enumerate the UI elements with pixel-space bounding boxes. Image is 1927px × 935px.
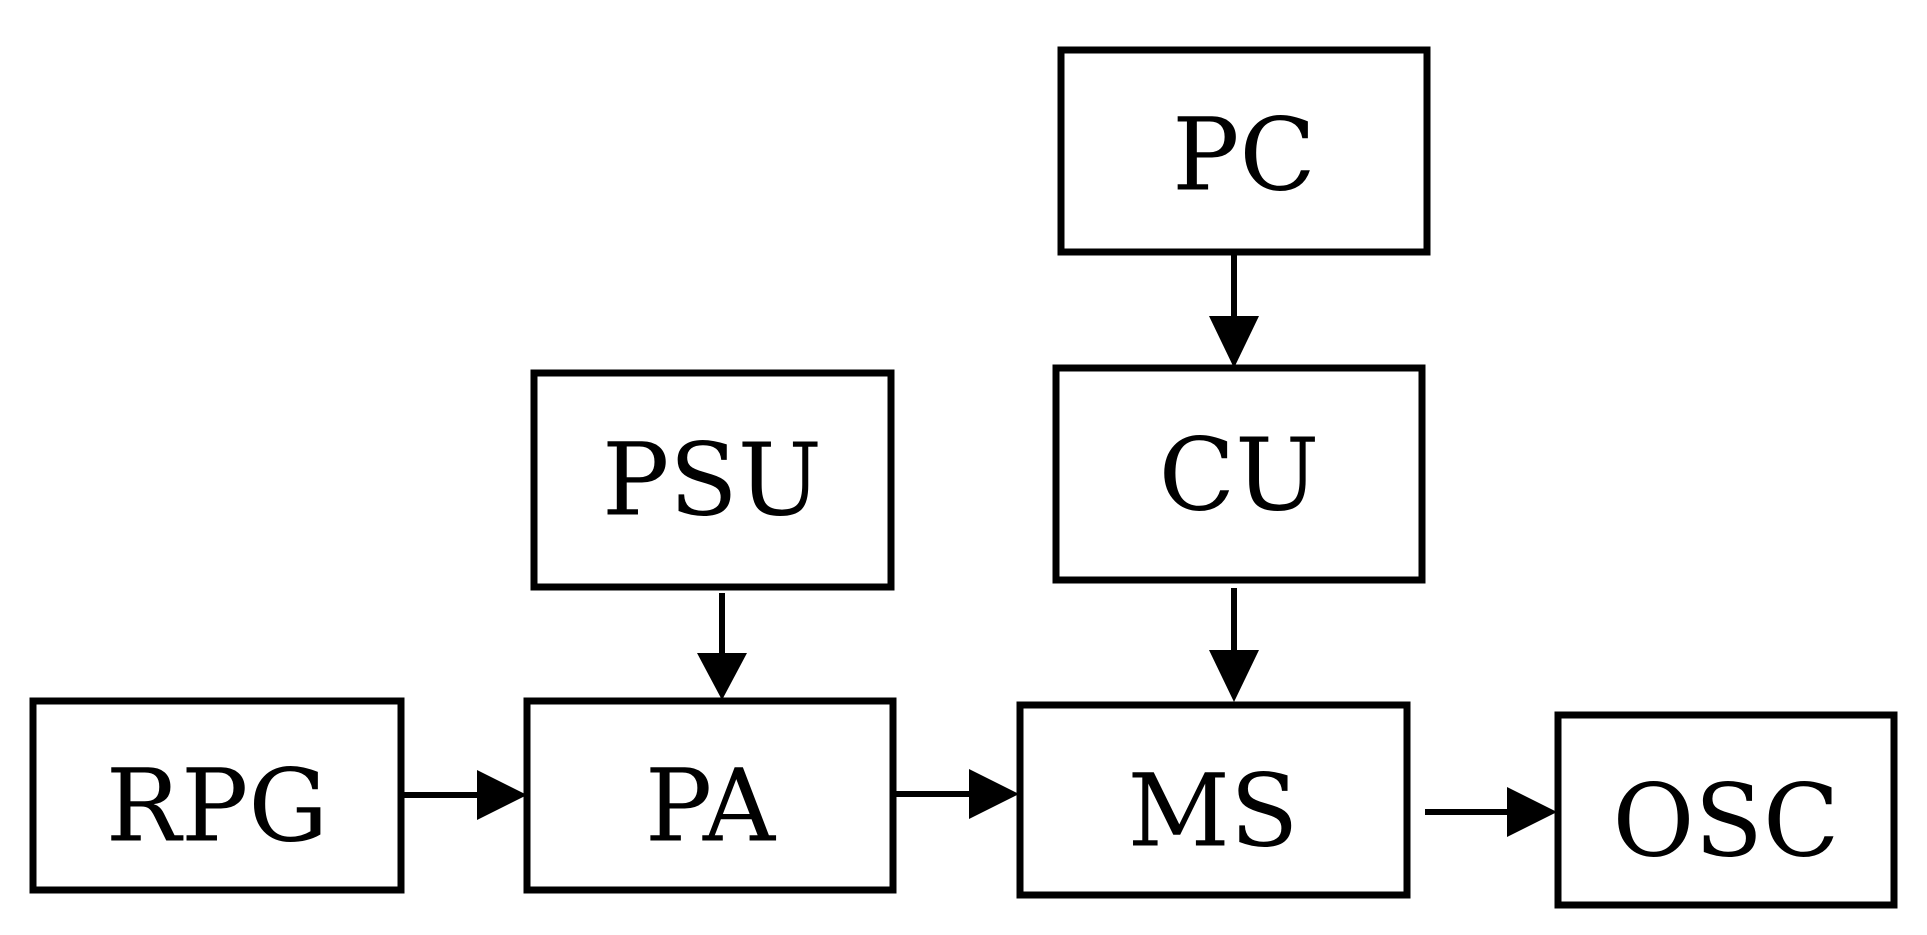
block-pc-label: PC [1172, 97, 1316, 214]
block-psu: PSU [530, 369, 895, 591]
block-ms: MS [1016, 701, 1411, 899]
block-pa-label: PA [645, 748, 777, 865]
arrow-ms-to-osc [1425, 787, 1557, 837]
block-pc: PC [1057, 46, 1431, 256]
arrow-pc-to-cu [1209, 255, 1259, 368]
arrow-psu-to-pa [697, 593, 747, 700]
block-cu-label: CU [1159, 417, 1320, 534]
block-rpg: RPG [29, 697, 405, 894]
block-osc: OSC [1554, 711, 1898, 909]
block-osc-label: OSC [1612, 763, 1839, 880]
block-psu-label: PSU [602, 422, 822, 539]
block-rpg-label: RPG [106, 748, 328, 865]
arrow-rpg-to-pa [404, 770, 527, 820]
arrow-cu-to-ms [1209, 588, 1259, 702]
block-cu: CU [1052, 364, 1426, 584]
block-ms-label: MS [1128, 753, 1299, 870]
block-pa: PA [523, 697, 897, 894]
arrow-pa-to-ms [896, 769, 1019, 819]
